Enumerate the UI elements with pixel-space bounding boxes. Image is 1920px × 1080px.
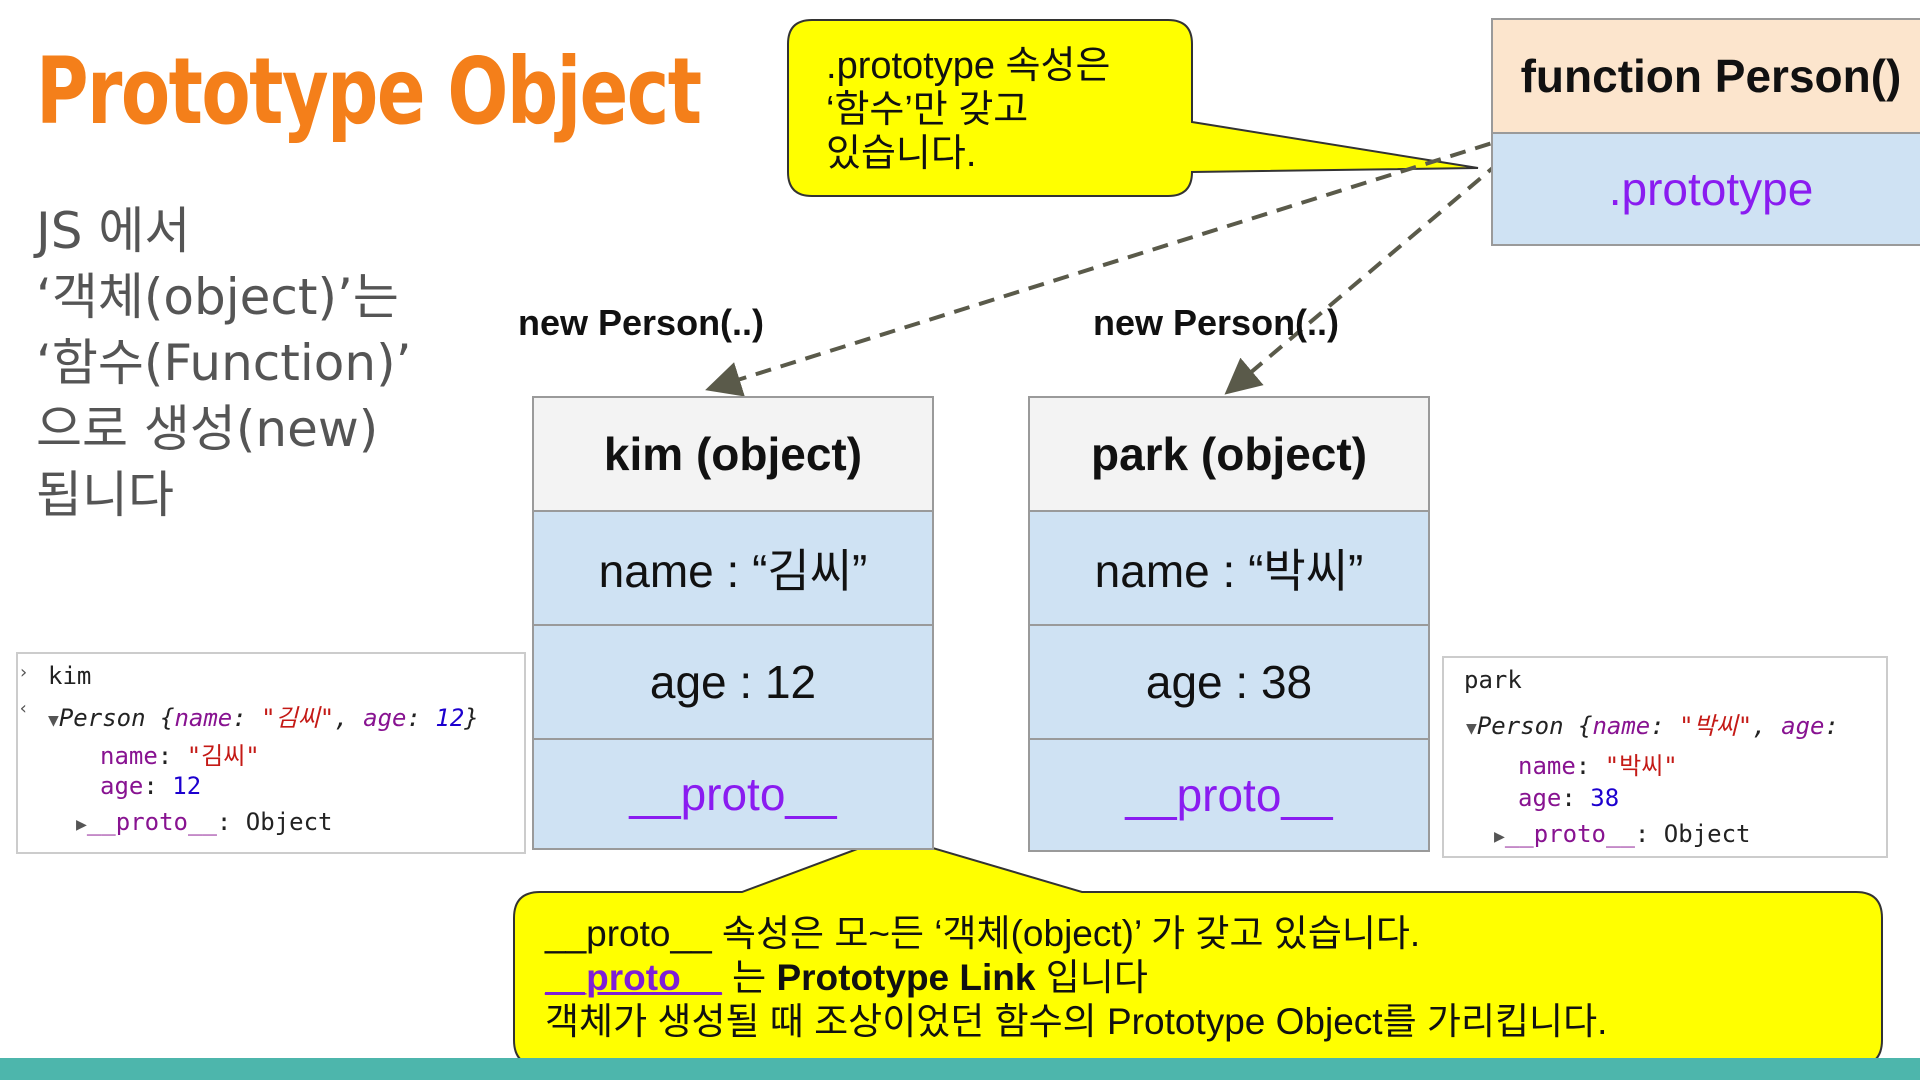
callout-bottom-line: __proto__ 속성은 모~든 ‘객체(object)’ 가 갖고 있습니다… (545, 913, 1421, 954)
callout-bottom-line: __proto__ 는 Prototype Link 입니다 (545, 957, 1148, 998)
console-proto-row[interactable]: ▶__proto__: Object (1494, 820, 1751, 848)
arrow-to-kim (705, 126, 1541, 397)
function-prototype: .prototype (1491, 132, 1920, 246)
intro-line: 됩니다 (36, 466, 174, 524)
console-name-row: name: "박씨" (1518, 752, 1678, 780)
expand-triangle-icon[interactable]: ▼ (48, 710, 59, 731)
page-title: Prototype Object (36, 38, 702, 145)
console-age-row: age: 12 (100, 772, 202, 800)
bottom-accent-bar (0, 1058, 1920, 1080)
callout-bottom-line: 객체가 생성될 때 조상이었던 함수의 Prototype Object를 가리… (545, 1001, 1608, 1042)
proto-link-term: __proto__ (545, 957, 722, 998)
intro-line: ‘함수(Function)’ (36, 334, 412, 392)
callout-top-line: ‘함수’만 갖고 (826, 89, 1029, 131)
arrow-to-park (1224, 126, 1542, 395)
park-age-cell: age : 38 (1028, 624, 1430, 740)
console-var: kim (48, 662, 92, 690)
park-name-cell: name : “박씨” (1028, 510, 1430, 626)
callout-top-line: 있습니다. (826, 133, 977, 175)
new-person-label-park: new Person(..) (1093, 302, 1340, 343)
kim-header: kim (object) (532, 396, 934, 512)
callout-top-prefix: . (826, 45, 837, 87)
kim-age-cell: age : 12 (532, 624, 934, 740)
collapse-triangle-icon[interactable]: ▶ (76, 814, 87, 835)
console-name-row: name: "김씨" (100, 742, 260, 770)
console-summary[interactable]: ▼Person {name: "박씨", age: (1466, 712, 1839, 740)
callout-top-shape (787, 19, 1479, 197)
park-header: park (object) (1028, 396, 1430, 512)
function-header: function Person() (1491, 18, 1920, 134)
kim-proto-cell: __proto__ (532, 738, 934, 850)
console-summary[interactable]: ▼Person {name: "김씨", age: 12} (48, 704, 479, 732)
console-park: park ▼Person {name: "박씨", age: name: "박씨… (1442, 656, 1888, 858)
expand-triangle-icon[interactable]: ▼ (1466, 718, 1477, 739)
collapse-triangle-icon[interactable]: ▶ (1494, 826, 1505, 847)
intro-text: JS 에서 ‘객체(object)’는 ‘함수(Function)’ 으로 생성… (36, 198, 411, 528)
new-person-label-kim: new Person(..) (518, 302, 765, 343)
intro-line: 으로 생성(new) (36, 400, 379, 458)
console-proto-row[interactable]: ▶__proto__: Object (76, 808, 333, 836)
callout-top-text: .prototype 속성은 ‘함수’만 갖고 있습니다. (826, 44, 1110, 176)
console-age-row: age: 38 (1518, 784, 1620, 812)
console-kim: › kim ‹ ▼Person {name: "김씨", age: 12} na… (16, 652, 526, 854)
intro-line: ‘객체(object)’는 (36, 268, 399, 326)
kim-name-cell: name : “김씨” (532, 510, 934, 626)
console-result-icon: ‹ (18, 698, 29, 719)
callout-top-line: prototype 속성은 (836, 45, 1111, 87)
console-var: park (1464, 666, 1522, 694)
intro-line: JS 에서 (36, 202, 191, 260)
park-proto-cell: __proto__ (1028, 738, 1430, 852)
console-prompt-icon: › (18, 662, 29, 683)
callout-bottom-text: __proto__ 속성은 모~든 ‘객체(object)’ 가 갖고 있습니다… (545, 912, 1607, 1044)
